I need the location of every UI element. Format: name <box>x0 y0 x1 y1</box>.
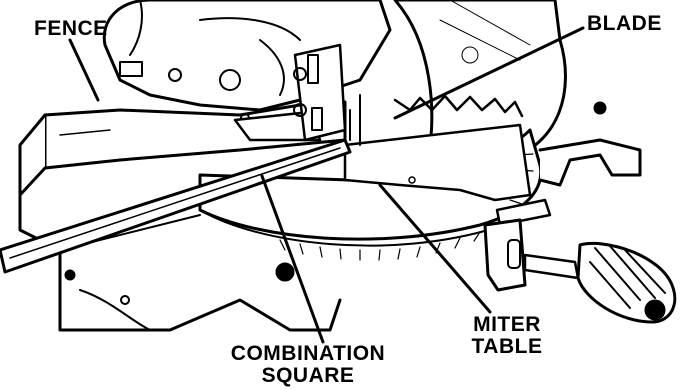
miter-table-label-line-2: TABLE <box>470 336 544 358</box>
miter-table-label-line-1: MITER <box>470 314 544 336</box>
lock-handle <box>525 243 675 322</box>
miter-table-label: MITER TABLE <box>470 314 544 358</box>
fence-leader <box>70 40 98 100</box>
combination-square-label: COMBINATION SQUARE <box>230 343 386 387</box>
blade-guard <box>104 0 390 110</box>
combination-square-label-line-1: COMBINATION <box>230 343 386 365</box>
fence-label: FENCE <box>34 18 108 40</box>
combination-square-label-line-2: SQUARE <box>230 365 386 387</box>
blade-label: BLADE <box>587 13 662 35</box>
